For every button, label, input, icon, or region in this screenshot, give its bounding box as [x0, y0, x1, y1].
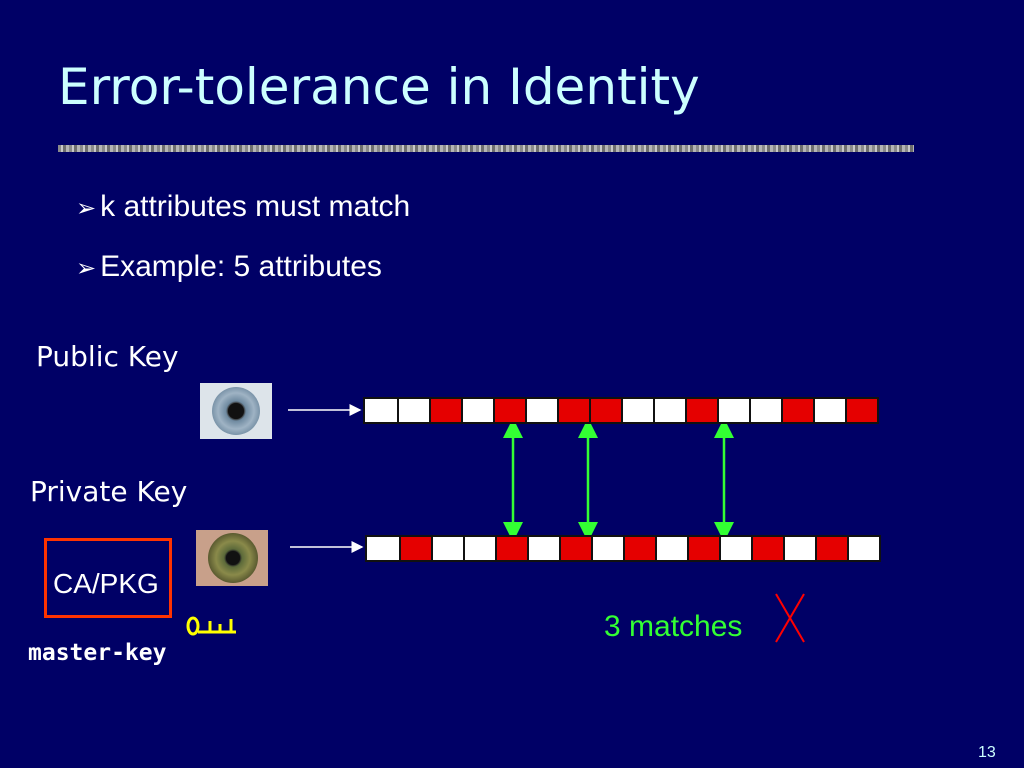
private-key-bits: [365, 535, 881, 562]
bit-cell-off: [463, 537, 495, 560]
private-eye-image: [196, 530, 268, 586]
public-key-bits: [363, 397, 879, 424]
bit-cell-on: [557, 399, 589, 422]
public-key-label: Public Key: [36, 340, 179, 373]
title-divider: [58, 145, 914, 152]
bit-cell-off: [461, 399, 493, 422]
bit-cell-on: [399, 537, 431, 560]
bit-cell-on: [687, 537, 719, 560]
public-eye-image: [200, 383, 272, 439]
private-key-label: Private Key: [30, 475, 188, 508]
bit-cell-off: [653, 399, 685, 422]
page-number: 13: [978, 744, 996, 761]
master-key-label: master-key: [28, 640, 167, 666]
bit-cell-off: [397, 399, 429, 422]
pupil: [228, 403, 244, 419]
bit-cell-off: [365, 399, 397, 422]
bit-cell-off: [591, 537, 623, 560]
bit-cell-off: [749, 399, 781, 422]
bullet-item: ➢Example: 5 attributes: [76, 250, 382, 284]
key-icon: [186, 616, 236, 636]
bit-cell-off: [431, 537, 463, 560]
bit-cell-on: [685, 399, 717, 422]
bit-cell-off: [525, 399, 557, 422]
bit-cell-off: [813, 399, 845, 422]
bit-cell-on: [559, 537, 591, 560]
bit-cell-off: [655, 537, 687, 560]
bit-cell-on: [815, 537, 847, 560]
bit-cell-on: [589, 399, 621, 422]
bit-cell-off: [717, 399, 749, 422]
arrowhead-bullet-icon: ➢: [76, 255, 97, 282]
bit-cell-on: [751, 537, 783, 560]
slide-title: Error-tolerance in Identity: [58, 58, 700, 116]
bit-cell-on: [429, 399, 461, 422]
bit-cell-on: [495, 537, 527, 560]
ca-pkg-label: CA/PKG: [53, 568, 159, 599]
arrowhead-bullet-icon: ➢: [76, 195, 97, 222]
bit-cell-on: [781, 399, 813, 422]
ca-pkg-box: CA/PKG: [44, 538, 172, 618]
bullet-text: Example: 5 attributes: [100, 250, 382, 283]
bit-cell-on: [623, 537, 655, 560]
bit-cell-off: [847, 537, 879, 560]
bit-cell-off: [719, 537, 751, 560]
matches-count: 3 matches: [604, 610, 743, 643]
bullet-text: k attributes must match: [100, 190, 411, 223]
bit-cell-off: [621, 399, 653, 422]
bit-cell-off: [783, 537, 815, 560]
bullet-item: ➢k attributes must match: [76, 190, 410, 224]
bit-cell-on: [845, 399, 877, 422]
bit-cell-on: [493, 399, 525, 422]
x-mark-icon: [775, 593, 805, 643]
bit-cell-off: [527, 537, 559, 560]
bit-cell-off: [367, 537, 399, 560]
pupil: [226, 551, 240, 565]
